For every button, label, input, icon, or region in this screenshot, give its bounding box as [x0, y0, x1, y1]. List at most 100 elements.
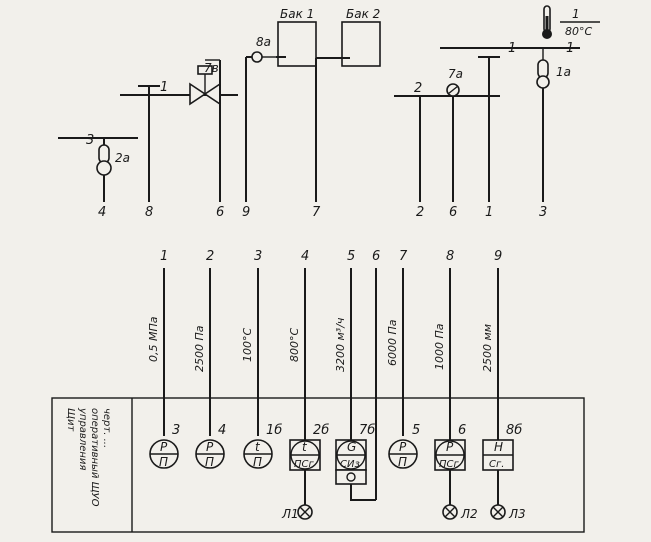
device-label-8a: 8а: [256, 35, 271, 49]
instrument-top-symbol: t: [255, 440, 261, 454]
field-line-number: 7: [312, 205, 321, 220]
value-level-9: 2500 мм: [481, 324, 494, 372]
value-flow-5: 3200 м³/ч: [334, 317, 347, 372]
instrument-temperature-2b: t ПСг: [289, 439, 321, 471]
pipe-label-1b: 1: [508, 41, 516, 56]
link-line-number: 8: [446, 249, 454, 264]
signal-lamp-2-icon: [442, 504, 458, 520]
device-label-7a: 7а: [448, 67, 463, 81]
link-line-number: 1: [160, 249, 168, 264]
instrument-top-symbol: H: [494, 440, 503, 454]
instrument-bottom-symbol: ПСг: [294, 459, 315, 470]
link-line-number: 5: [347, 249, 355, 264]
field-line-number: 3: [539, 205, 547, 220]
instrument-position: 8б: [506, 423, 522, 438]
instrument-bottom-symbol: П: [253, 455, 262, 469]
pipe-label-2: 2: [414, 81, 422, 96]
control-panel-frame: [51, 397, 585, 533]
instrument-position: 2б: [313, 423, 329, 438]
value-temperature-4: 800°С: [288, 328, 301, 362]
instrument-flow-7b: G СИз: [335, 439, 367, 485]
instrument-pressure-3: P П: [149, 439, 179, 469]
tank-1: [277, 21, 317, 67]
link-line-number: 6: [372, 249, 380, 264]
instrument-bottom-symbol: П: [159, 455, 168, 469]
link-line-number: 7: [399, 249, 408, 264]
link-line-number: 4: [301, 249, 309, 264]
signal-lamp-3-icon: [490, 504, 506, 520]
instrument-level-8b: H Сг.: [482, 439, 514, 471]
tag-temperature-value: 80°С: [565, 25, 592, 38]
thermometer-2a-icon: [96, 144, 112, 176]
lamp-label: Л1: [281, 507, 299, 521]
value-pressure-1: 0,5 МПа: [147, 316, 160, 362]
instrument-top-symbol: P: [206, 440, 214, 454]
instrument-top-symbol: P: [160, 440, 168, 454]
device-label-7v: 7в: [204, 61, 219, 75]
field-line-number: 6: [216, 205, 224, 220]
value-pressure-2: 2500 Па: [193, 325, 206, 372]
lamp-label: Л2: [460, 507, 478, 521]
pipe-label-1a: 1: [160, 80, 168, 95]
instrument-position: 1б: [266, 423, 282, 438]
panel-title-line: управления: [77, 407, 88, 470]
instrument-position: 4: [218, 423, 226, 438]
field-line-number: 9: [242, 205, 250, 220]
instrument-position: 5: [412, 423, 420, 438]
instrument-position: 6: [458, 423, 466, 438]
link-lines: [163, 268, 499, 500]
link-line-number: 3: [254, 249, 262, 264]
panel-title: Щит управления оперативный ЩУО черт. ...: [65, 407, 112, 507]
flow-sensor-7a-mark: [447, 85, 459, 95]
instrument-bottom-symbol: Сг.: [489, 459, 504, 470]
valve-7v-icon: [189, 65, 221, 106]
instrument-bottom-symbol: П: [205, 455, 214, 469]
lamp-label: Л3: [508, 507, 526, 521]
value-pressure-8: 1000 Па: [433, 323, 446, 370]
instrument-top-symbol: P: [446, 440, 454, 454]
integrator-link: [350, 484, 376, 501]
device-label-2a: 2а: [115, 151, 130, 165]
signal-lamp-1-icon: [297, 504, 313, 520]
instrument-bottom-symbol: СИз: [340, 459, 360, 470]
instrument-top-symbol: P: [399, 440, 407, 454]
panel-title-line: Щит: [65, 408, 76, 432]
instrument-bottom-symbol: П: [398, 455, 407, 469]
instrument-temperature-1b: t П: [243, 439, 273, 469]
instrument-pressure-5: P П: [388, 439, 418, 469]
instrument-pressure-6: P ПСг: [434, 439, 466, 471]
field-line-numbers: 4 8 6 9 7 2 6 1 3: [98, 205, 547, 220]
panel-title-line: оперативный ЩУО: [89, 408, 100, 507]
link-line-numbers: 1 2 3 4 5 6 7 8 9: [160, 249, 502, 264]
value-pressure-7: 6000 Па: [386, 319, 399, 366]
link-line-number: 9: [494, 249, 502, 264]
field-line-number: 1: [485, 205, 493, 220]
pipe-label-3: 3: [86, 133, 94, 148]
device-label-1a: 1а: [556, 65, 571, 79]
instrument-top-symbol: G: [347, 440, 356, 454]
thermometer-1a-icon: [536, 59, 550, 89]
thermometer-tag-icon: [542, 5, 552, 39]
tag-position-number: 1: [572, 7, 580, 21]
link-line-number: 2: [206, 249, 214, 264]
level-gauge-8a-icon: [251, 51, 263, 63]
value-temperature-3: 100°С: [241, 328, 254, 362]
instrument-top-symbol: t: [302, 440, 308, 454]
instrument-position: 7б: [359, 423, 375, 438]
field-line-number: 4: [98, 205, 106, 220]
instrument-position: 3: [172, 423, 180, 438]
field-line-number: 2: [416, 205, 424, 220]
tank-1-label: Бак 1: [280, 7, 314, 21]
panel-title-line: черт. ...: [101, 408, 112, 448]
instrument-bottom-symbol: ПСг: [439, 459, 460, 470]
pipe-label-1c: 1: [566, 41, 574, 56]
field-line-number: 6: [449, 205, 457, 220]
instrument-pressure-4: P П: [195, 439, 225, 469]
link-values: 0,5 МПа 2500 Па 100°С 800°С 3200 м³/ч 60…: [147, 316, 494, 372]
instrument-positions: 3 4 1б 2б 7б 5 6 8б: [172, 423, 522, 438]
field-line-number: 8: [145, 205, 153, 220]
tank-2: [341, 21, 381, 67]
tank-2-label: Бак 2: [346, 7, 380, 21]
